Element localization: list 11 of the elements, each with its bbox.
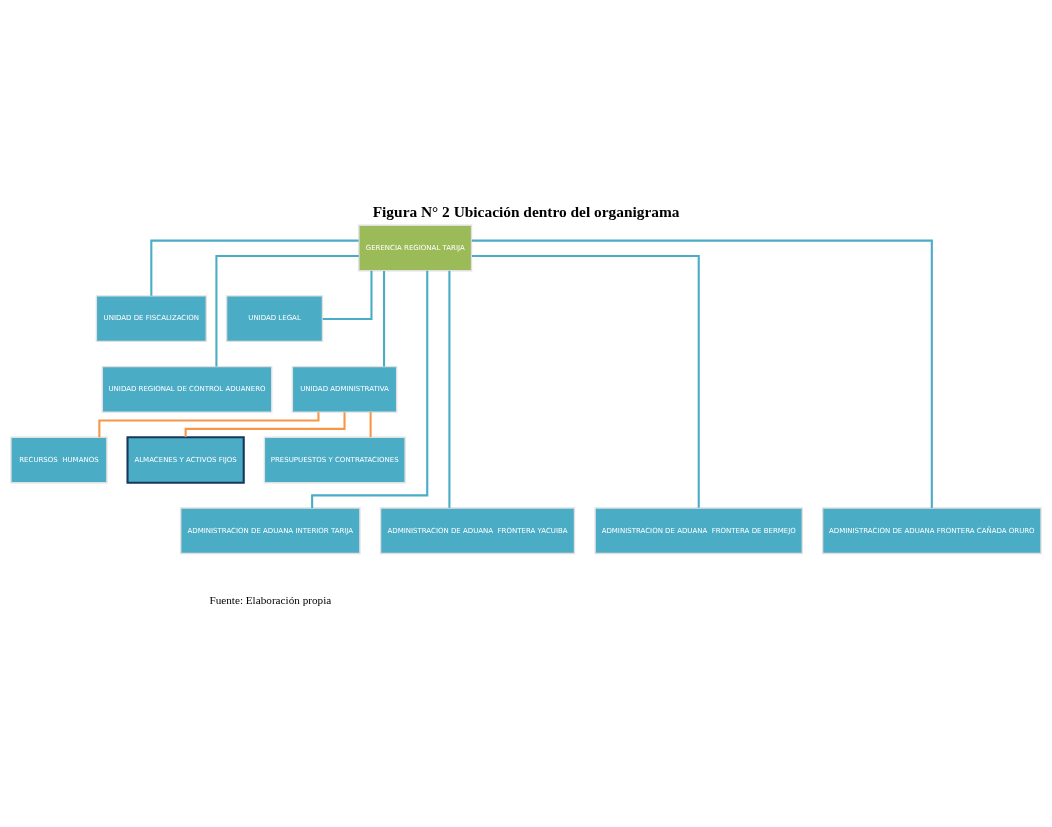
connector — [311, 270, 429, 508]
caption: Fuente: Elaboración propia — [209, 594, 332, 607]
connector — [448, 270, 451, 508]
connector — [322, 270, 373, 321]
diagram-title: Figura N° 2 Ubicación dentro del organigrama — [372, 203, 680, 221]
connector — [369, 412, 372, 438]
connector — [150, 239, 359, 296]
connector — [383, 271, 386, 367]
connector — [471, 239, 933, 508]
connector — [215, 254, 359, 367]
connector — [471, 254, 700, 508]
